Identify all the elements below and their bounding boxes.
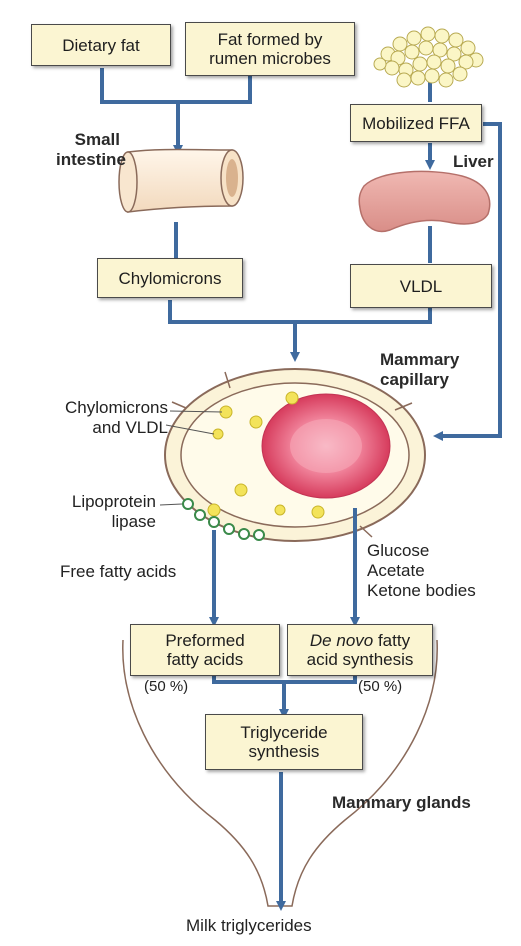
adipose-tissue-icon [374, 27, 483, 87]
chylomicrons-vldl-label: Chylomicrons and VLDL [16, 398, 168, 438]
small-intestine-icon [119, 150, 243, 213]
mammary-capillary-label: Mammary capillary [380, 350, 459, 390]
lipoprotein-lipase-label: Lipoprotein lipase [30, 492, 156, 532]
percent-right-label: (50 %) [358, 677, 402, 697]
arrow-lipoproteins-to-capillary [170, 300, 430, 357]
vldl-box: VLDL [350, 264, 492, 308]
small-intestine-label: Small intestine [56, 130, 120, 170]
de-novo-synthesis-box: De novo fatty acid synthesis [287, 624, 433, 676]
de-novo-italic: De novo [310, 631, 373, 650]
mobilized-ffa-box: Mobilized FFA [350, 104, 482, 142]
dietary-fat-box: Dietary fat [31, 24, 171, 66]
de-novo-rest: fatty [373, 631, 410, 650]
red-blood-cell-center [290, 419, 362, 473]
triglyceride-synthesis-box: Triglyceride synthesis [205, 714, 363, 770]
arrow-diet-to-intestine [102, 68, 250, 150]
liver-label: Liver [453, 152, 494, 172]
percent-left-label: (50 %) [144, 677, 188, 697]
arrow-to-triglyceride [214, 676, 355, 714]
free-fatty-acids-label: Free fatty acids [60, 562, 176, 582]
de-novo-line2: acid synthesis [307, 650, 414, 669]
glucose-acetate-ketone-label: Glucose Acetate Ketone bodies [367, 541, 476, 601]
milk-triglycerides-label: Milk triglycerides [186, 916, 312, 936]
preformed-fatty-acids-box: Preformed fatty acids [130, 624, 280, 676]
chylomicrons-box: Chylomicrons [97, 258, 243, 298]
liver-icon [359, 171, 489, 231]
mammary-glands-label: Mammary glands [332, 793, 471, 813]
rumen-fat-box: Fat formed by rumen microbes [185, 22, 355, 76]
